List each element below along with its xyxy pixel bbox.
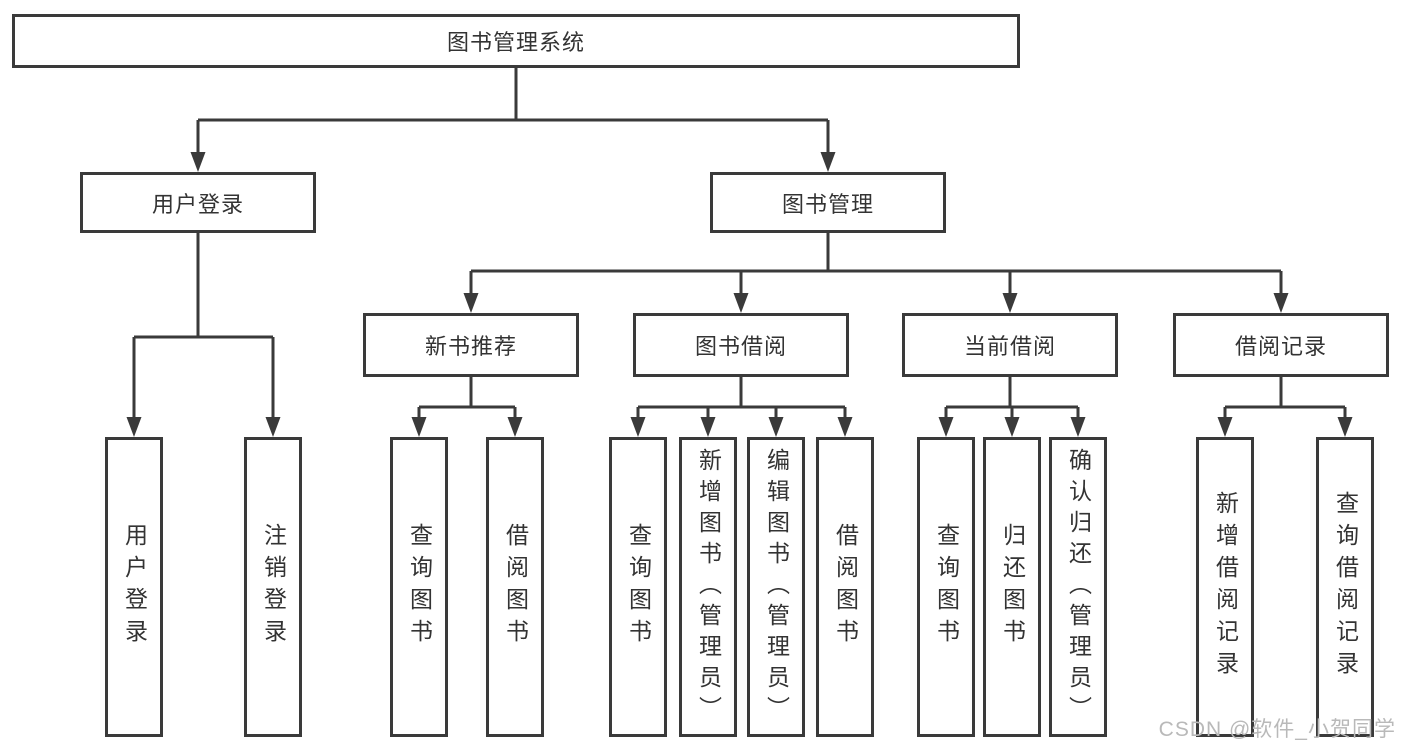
node-label: 用户登录 <box>151 191 244 217</box>
node-borrow-records: 借阅记录 <box>1173 313 1389 377</box>
leaf-label: 查询借阅记录 <box>1332 491 1359 683</box>
node-current-borrowing: 当前借阅 <box>902 313 1118 377</box>
node-label: 借阅记录 <box>1234 334 1327 359</box>
leaf-borrow-borrow-books: 借阅图书 <box>816 437 874 737</box>
leaf-label: 注销登录 <box>260 523 287 651</box>
leaf-current-query-books: 查询图书 <box>917 437 975 737</box>
leaf-label: 查询图书 <box>933 523 960 651</box>
leaf-current-confirm-return-admin: 确认归还（管理员） <box>1049 437 1107 737</box>
leaf-records-add-record: 新增借阅记录 <box>1196 437 1254 737</box>
leaf-recommend-borrow-books: 借阅图书 <box>486 437 544 737</box>
leaf-label: 查询图书 <box>625 523 652 651</box>
node-label: 当前借阅 <box>963 334 1056 359</box>
node-book-management: 图书管理 <box>710 172 946 233</box>
node-label: 图书管理 <box>781 191 874 217</box>
leaf-logout: 注销登录 <box>244 437 302 737</box>
leaf-user-login: 用户登录 <box>105 437 163 737</box>
leaf-current-return-books: 归还图书 <box>983 437 1041 737</box>
leaf-borrow-edit-books-admin: 编辑图书（管理员） <box>747 437 805 737</box>
leaf-borrow-add-books-admin: 新增图书（管理员） <box>679 437 737 737</box>
leaf-records-query-record: 查询借阅记录 <box>1316 437 1374 737</box>
csdn-watermark: CSDN @软件_小贺同学 <box>1158 718 1396 741</box>
node-library-management-system: 图书管理系统 <box>12 14 1020 68</box>
leaf-label: 查询图书 <box>406 523 433 651</box>
leaf-recommend-query-books: 查询图书 <box>390 437 448 737</box>
node-user-login: 用户登录 <box>80 172 316 233</box>
leaf-label: 借阅图书 <box>502 523 529 651</box>
leaf-label: 新增图书（管理员） <box>695 447 722 727</box>
leaf-label: 新增借阅记录 <box>1212 491 1239 683</box>
node-book-borrowing: 图书借阅 <box>633 313 849 377</box>
leaf-label: 归还图书 <box>999 523 1026 651</box>
node-new-book-recommend: 新书推荐 <box>363 313 579 377</box>
leaf-label: 编辑图书（管理员） <box>763 447 790 727</box>
node-label: 新书推荐 <box>424 334 517 359</box>
leaf-label: 确认归还（管理员） <box>1065 447 1092 727</box>
leaf-label: 借阅图书 <box>832 523 859 651</box>
leaf-label: 用户登录 <box>121 523 148 651</box>
leaf-borrow-query-books: 查询图书 <box>609 437 667 737</box>
arrowheads <box>126 152 1353 437</box>
node-label: 图书管理系统 <box>446 30 585 55</box>
node-label: 图书借阅 <box>694 334 787 359</box>
